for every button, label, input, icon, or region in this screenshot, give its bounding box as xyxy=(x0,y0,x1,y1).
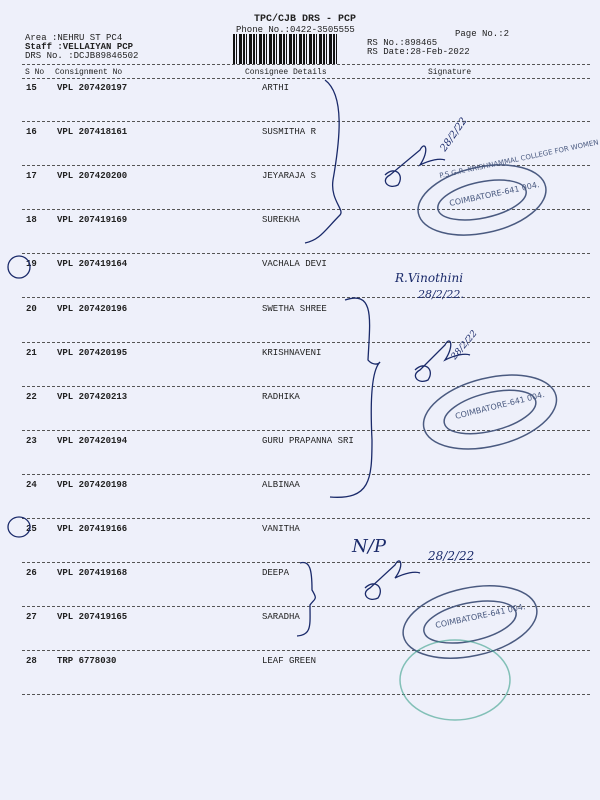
barcode xyxy=(233,34,339,64)
consignment-number: VPL 207419168 xyxy=(57,568,128,579)
table-row: 24 VPL 207420198 ALBINAA xyxy=(0,480,600,524)
serial-number: 20 xyxy=(26,303,37,314)
serial-number: 27 xyxy=(26,612,37,623)
table-row: 27 VPL 207419165 SARADHA xyxy=(0,612,600,656)
consignment-number: VPL 207419164 xyxy=(57,259,128,270)
table-row: 25 VPL 207419166 VANITHA xyxy=(0,524,600,568)
table-row: 18 VPL 207419169 SUREKHA xyxy=(0,215,600,259)
consignee-name: RADHIKA xyxy=(262,391,300,402)
table-row: 28 TRP 6778030 LEAF GREEN xyxy=(0,656,600,700)
row-divider xyxy=(22,650,590,652)
consignment-number: TRP 6778030 xyxy=(57,656,117,667)
serial-number: 23 xyxy=(26,435,37,446)
row-divider xyxy=(22,253,590,255)
consignee-name: SUSMITHA R xyxy=(262,127,317,138)
row-divider xyxy=(22,606,590,608)
area: Area :NEHRU ST PC4 xyxy=(25,33,123,43)
consignment-number: VPL 207419169 xyxy=(57,215,128,226)
col-signature: Signature xyxy=(428,68,472,77)
serial-number: 15 xyxy=(26,83,37,93)
consignee-name: SUREKHA xyxy=(262,215,300,226)
table-row: 23 VPL 207420194 GURU PRAPANNA SRI xyxy=(0,436,600,480)
document-title: TPC/CJB DRS - PCP xyxy=(254,14,357,25)
drs-number: DRS No. :DCJB89846502 xyxy=(25,51,139,61)
serial-number: 25 xyxy=(26,524,37,534)
table-row: 20 VPL 207420196 SWETHA SHREE xyxy=(0,304,600,348)
table-row: 21 VPL 207420195 KRISHNAVENI xyxy=(0,348,600,392)
serial-number: 28 xyxy=(26,656,37,667)
page-number: Page No.:2 xyxy=(455,29,510,39)
consignee-name: VANITHA xyxy=(262,524,300,534)
consignment-number: VPL 207420195 xyxy=(57,347,128,358)
consignee-name: KRISHNAVENI xyxy=(262,347,322,358)
rs-date: RS Date:28-Feb-2022 xyxy=(367,47,470,57)
row-divider xyxy=(22,517,590,519)
consignment-number: VPL 207420198 xyxy=(57,479,128,490)
table-row: 15 VPL 207420197 ARTHI xyxy=(0,83,600,127)
consignment-number: VPL 207420213 xyxy=(57,391,128,402)
col-sno: S No xyxy=(25,68,45,77)
rs-number: RS No.:898465 xyxy=(367,38,438,48)
col-consignment: Consignment No xyxy=(55,68,123,77)
serial-number: 17 xyxy=(26,171,37,182)
row-divider xyxy=(22,209,590,211)
consignment-number: VPL 207420197 xyxy=(57,83,128,93)
row-divider xyxy=(22,473,590,475)
phone-number: Phone No.:0422-3505555 xyxy=(236,25,355,35)
serial-number: 22 xyxy=(26,391,37,402)
consignee-name: GURU PRAPANNA SRI xyxy=(262,435,354,446)
row-divider xyxy=(22,297,590,299)
row-divider xyxy=(22,121,590,122)
table-row: 26 VPL 207419168 DEEPA xyxy=(0,568,600,612)
consignment-number: VPL 207420196 xyxy=(57,303,128,314)
consignee-name: JEYARAJA S xyxy=(262,171,317,182)
col-consignee: Consignee Details xyxy=(245,68,327,77)
consignee-name: LEAF GREEN xyxy=(262,656,317,667)
consignment-number: VPL 207418161 xyxy=(57,127,128,138)
row-divider xyxy=(22,694,590,696)
consignee-name: SWETHA SHREE xyxy=(262,303,327,314)
table-row: 22 VPL 207420213 RADHIKA xyxy=(0,392,600,436)
consignment-number: VPL 207419166 xyxy=(57,524,128,534)
table-row: 19 VPL 207419164 VACHALA DEVI xyxy=(0,259,600,303)
consignee-name: SARADHA xyxy=(262,612,300,623)
row-divider xyxy=(22,429,590,431)
consignee-name: ALBINAA xyxy=(262,479,300,490)
consignee-name: VACHALA DEVI xyxy=(262,259,327,270)
serial-number: 26 xyxy=(26,568,37,579)
row-divider xyxy=(22,165,590,167)
row-divider xyxy=(22,385,590,387)
serial-number: 21 xyxy=(26,347,37,358)
serial-number: 18 xyxy=(26,215,37,226)
consignee-name: DEEPA xyxy=(262,568,290,579)
row-divider xyxy=(22,341,590,343)
divider xyxy=(22,78,590,79)
consignment-number: VPL 207420194 xyxy=(57,435,128,446)
consignee-name: ARTHI xyxy=(262,83,290,93)
staff: Staff :VELLAIYAN PCP xyxy=(25,42,134,52)
consignment-number: VPL 207419165 xyxy=(57,612,128,623)
serial-number: 19 xyxy=(26,259,37,270)
serial-number: 16 xyxy=(26,127,37,138)
table-row: 16 VPL 207418161 SUSMITHA R xyxy=(0,127,600,171)
table-row: 17 VPL 207420200 JEYARAJA S xyxy=(0,171,600,215)
divider xyxy=(22,64,590,65)
row-divider xyxy=(22,562,590,563)
consignment-number: VPL 207420200 xyxy=(57,171,128,182)
serial-number: 24 xyxy=(26,479,37,490)
